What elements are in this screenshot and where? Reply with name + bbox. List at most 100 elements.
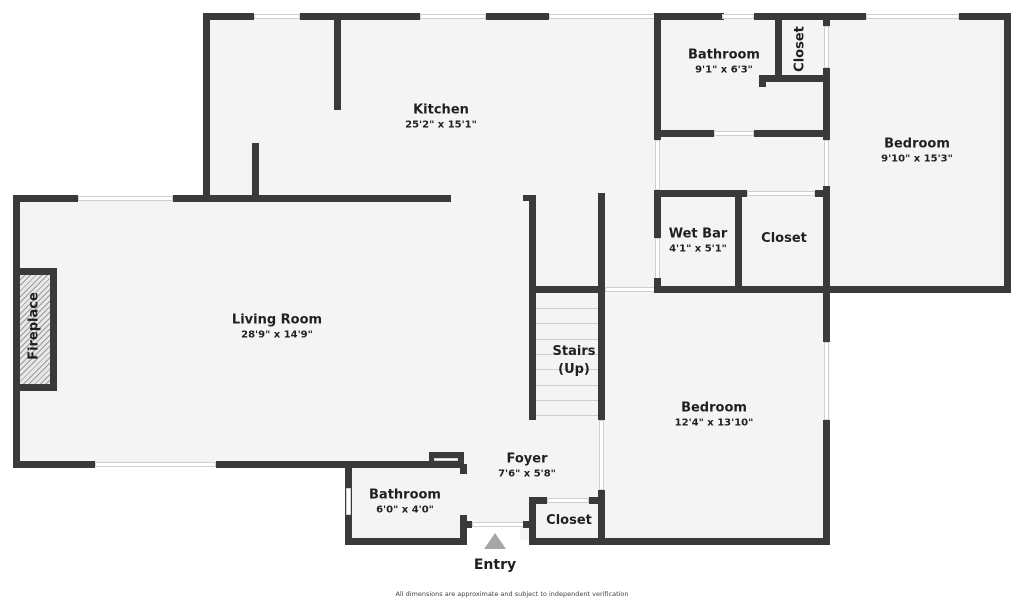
stairs-steps [536,293,598,417]
room-name: Bathroom [369,487,441,503]
floor-right [656,15,1010,293]
window [549,14,656,19]
vent [434,458,458,461]
wall [460,464,467,474]
window [866,14,959,19]
wall [529,286,605,293]
wall [13,195,20,468]
entry-door[interactable] [472,522,528,527]
room-bathroom-upper: Bathroom 9'1" x 6'3" [688,48,760,77]
doorway [599,420,604,490]
room-closet-mid: Closet [761,231,807,247]
floor-bath-lower [347,465,467,543]
wall [598,193,605,420]
wall [486,13,549,20]
doorway [655,140,660,190]
room-dimensions: 25'2" x 15'1" [405,119,477,131]
wall [654,130,714,137]
wall [823,420,830,545]
wall [654,13,724,20]
closet-door [824,26,829,68]
doorway [605,287,657,292]
wall [589,497,605,504]
window [254,14,300,19]
window [78,196,173,201]
wall [345,538,467,545]
wall [216,461,464,468]
wall [334,13,341,110]
fireplace-label: Fireplace [26,292,42,360]
wall [823,13,830,26]
room-name: Living Room [231,312,323,328]
closet-door [547,498,589,503]
wall [1004,13,1011,293]
window [824,342,829,420]
room-name: Bedroom [884,136,950,152]
wall [654,278,661,293]
wall [654,190,747,197]
room-bedroom-lower: Bedroom 12'4" x 13'10" [675,401,754,430]
wall [754,130,830,137]
room-foyer: Foyer 7'6" x 5'8" [498,452,556,481]
room-wet-bar: Wet Bar 4'1" x 5'1" [669,227,728,256]
wall [252,143,259,197]
room-name: Wet Bar [668,226,728,242]
wall [460,515,467,545]
wall [300,13,420,20]
room-kitchen: Kitchen 25'2" x 15'1" [405,103,477,132]
doorway [655,238,660,280]
wall [529,195,536,420]
wall [823,186,830,293]
room-name: Closet [546,513,592,528]
wall [823,68,830,140]
wall [959,13,1011,20]
room-name: Bathroom [688,47,760,63]
stairs-direction: (Up) [558,362,590,377]
room-stairs: Stairs (Up) [553,343,596,379]
room-name: Bedroom [681,400,747,416]
room-name: Kitchen [413,102,469,118]
room-dimensions: 28'9" x 14'9" [241,329,313,341]
wall [654,13,661,140]
wall [173,195,451,202]
room-bedroom-right: Bedroom 9'10" x 15'3" [881,137,953,166]
room-dimensions: 9'10" x 15'3" [881,153,953,165]
window [95,462,216,467]
wall [754,13,866,20]
window [346,488,351,515]
wall [13,461,95,468]
room-dimensions: 9'1" x 6'3" [695,64,753,76]
wall [13,195,78,202]
bath-door [714,131,754,136]
wall [735,190,742,293]
wall [529,497,536,545]
wall [775,13,782,78]
window [722,14,754,19]
wall [203,13,254,20]
room-dimensions: 7'6" x 5'8" [498,468,556,480]
room-name: Stairs [552,344,596,359]
wall [655,286,1011,293]
closet-door [747,191,815,196]
wall [759,75,830,82]
wall [759,75,766,87]
room-closet-lower: Closet [546,513,592,529]
wall [823,286,830,342]
window [420,14,486,19]
wall [203,13,210,197]
room-dimensions: 12'4" x 13'10" [674,417,754,429]
room-name: Foyer [506,451,548,467]
room-name: Closet [761,231,807,246]
entry-label: Entry [473,557,517,573]
wall [598,490,605,545]
room-living-room: Living Room 28'9" x 14'9" [232,313,322,342]
doorway [824,140,829,190]
wall [815,190,830,197]
wall [529,497,547,504]
wall [460,521,472,528]
wall [654,190,661,238]
disclaimer: All dimensions are approximate and subje… [395,590,629,598]
room-dimensions: 4'1" x 5'1" [669,243,727,255]
room-closet-upper: Closet [792,26,808,72]
fireplace-hatch [20,275,50,384]
